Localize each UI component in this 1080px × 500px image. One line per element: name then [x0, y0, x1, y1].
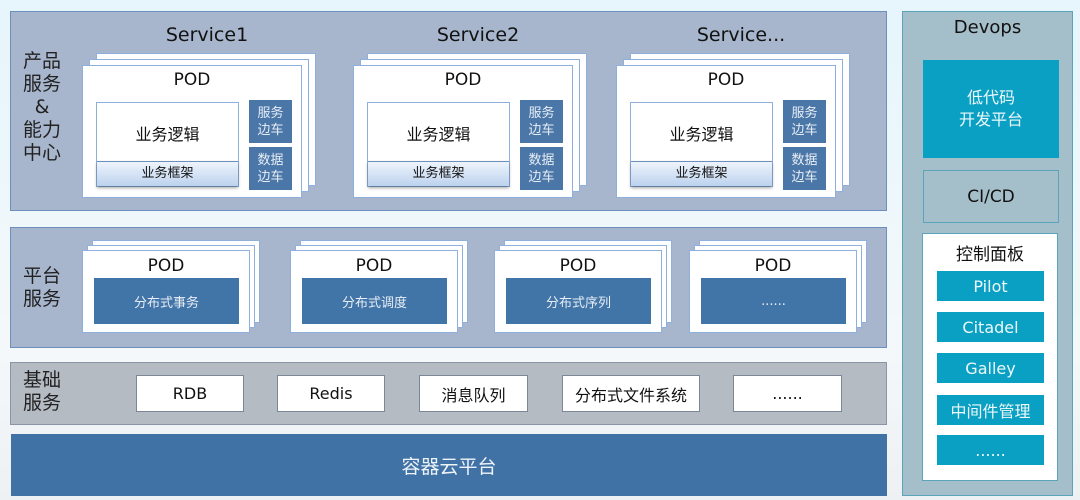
service-title: Service...	[696, 24, 786, 46]
control-panel-item: Pilot	[937, 271, 1044, 301]
pod-label: POD	[173, 70, 211, 90]
service-sidecar: 服务 边车	[783, 100, 826, 143]
pod-label: POD	[147, 256, 185, 276]
base-service-box: ......	[733, 375, 842, 412]
platform-layer-label: 平台 服务	[22, 265, 61, 310]
base-service-box: Redis	[277, 375, 385, 412]
business-logic-box: 业务逻辑业务框架	[630, 102, 773, 187]
business-logic-box: 业务逻辑业务框架	[367, 102, 510, 187]
business-logic-label: 业务逻辑	[135, 125, 200, 144]
service-sidecar: 服务 边车	[249, 100, 292, 143]
platform-service-box: 分布式调度	[302, 278, 447, 324]
pod-card: POD 业务逻辑业务框架服务 边车数据 边车	[353, 65, 573, 198]
base-layer-label: 基础 服务	[22, 369, 61, 414]
platform-pod-card: POD......	[689, 250, 857, 333]
pod-label: POD	[355, 256, 393, 276]
business-framework-bar: 业务框架	[368, 161, 509, 186]
control-panel-item: Citadel	[937, 312, 1044, 342]
control-panel-title: 控制面板	[956, 245, 1024, 265]
pod-card: POD 业务逻辑业务框架服务 边车数据 边车	[616, 65, 836, 198]
control-panel-item: ......	[937, 435, 1044, 465]
lowcode-platform: 低代码 开发平台	[923, 60, 1059, 158]
cicd-box: CI/CD	[923, 170, 1059, 223]
platform-service-box: ......	[701, 278, 846, 324]
control-panel-item: Galley	[937, 353, 1044, 383]
business-logic-box: 业务逻辑业务框架	[96, 102, 239, 187]
pod-label: POD	[754, 256, 792, 276]
business-logic-label: 业务逻辑	[406, 125, 471, 144]
pod-label: POD	[559, 256, 597, 276]
product-layer-label: 产品 服务 & 能力 中心	[22, 50, 61, 164]
data-sidecar: 数据 边车	[783, 147, 826, 190]
devops-title: Devops	[953, 17, 1022, 38]
pod-card: POD 业务逻辑业务框架服务 边车数据 边车	[82, 65, 302, 198]
base-service-box: 分布式文件系统	[562, 375, 700, 412]
base-service-box: RDB	[136, 375, 244, 412]
business-framework-bar: 业务框架	[97, 161, 238, 186]
platform-service-box: 分布式序列	[506, 278, 651, 324]
business-framework-bar: 业务框架	[631, 161, 772, 186]
data-sidecar: 数据 边车	[249, 147, 292, 190]
service-title: Service2	[436, 24, 520, 46]
base-service-box: 消息队列	[419, 375, 528, 412]
pod-label: POD	[707, 70, 745, 90]
data-sidecar: 数据 边车	[520, 147, 563, 190]
service-sidecar: 服务 边车	[520, 100, 563, 143]
control-panel-item: 中间件管理	[937, 395, 1044, 425]
platform-service-box: 分布式事务	[94, 278, 239, 324]
service-title: Service1	[165, 24, 249, 46]
business-logic-label: 业务逻辑	[669, 125, 734, 144]
pod-label: POD	[444, 70, 482, 90]
container-cloud-platform: 容器云平台	[11, 434, 887, 496]
